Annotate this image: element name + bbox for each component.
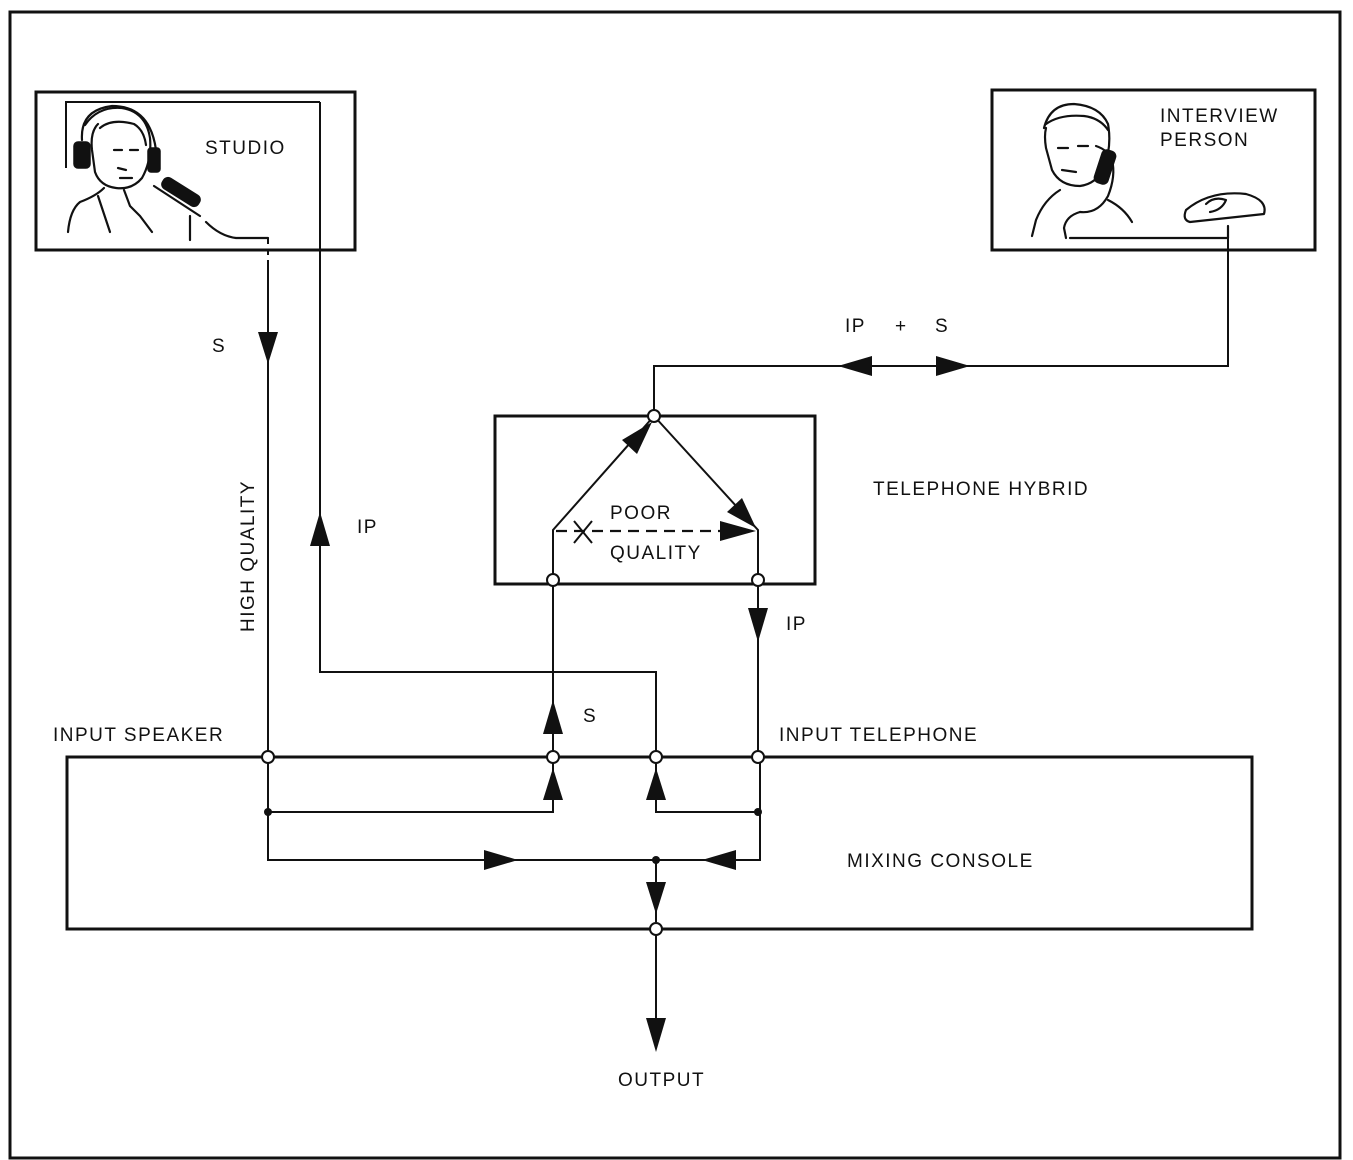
studio-label: STUDIO xyxy=(205,138,286,159)
input-speaker-label: INPUT SPEAKER xyxy=(53,725,224,746)
mixing-console-label: MIXING CONSOLE xyxy=(847,851,1034,872)
interview-box: INTERVIEW PERSON xyxy=(992,90,1315,250)
ip-plus-s-plus: + xyxy=(895,316,908,337)
headset-speaker-icon xyxy=(66,102,320,240)
console-up-arrow-s xyxy=(543,768,563,800)
mixing-console-box xyxy=(67,751,1252,935)
poor-label: POOR xyxy=(610,503,672,524)
s-up-arrow xyxy=(543,700,563,734)
ip-plus-s-s: S xyxy=(935,316,949,337)
interview-label-line1: INTERVIEW xyxy=(1160,106,1279,127)
console-up-arrow-ip xyxy=(646,768,666,800)
ip-down-arrow xyxy=(748,608,768,642)
hybrid-up-arrow xyxy=(622,422,652,454)
hybrid-down-arrow xyxy=(727,498,756,528)
console-left-arrow xyxy=(702,850,736,870)
quality-label: QUALITY xyxy=(610,543,702,564)
interview-label-line2: PERSON xyxy=(1160,130,1249,151)
output-label: OUTPUT xyxy=(618,1070,705,1091)
ip-up-arrow xyxy=(310,512,330,546)
ip-label-right: IP xyxy=(786,614,807,635)
studio-box: STUDIO xyxy=(36,92,355,250)
s-to-hybrid-label: S xyxy=(583,706,597,727)
telephone-hybrid-label: TELEPHONE HYBRID xyxy=(873,479,1089,500)
s-label: S xyxy=(212,336,226,357)
high-quality-label: HIGH QUALITY xyxy=(238,480,259,632)
ip-label-left: IP xyxy=(357,517,378,538)
s-signal-path xyxy=(258,238,278,757)
telephone-left-arrow xyxy=(838,356,872,376)
console-right-arrow xyxy=(484,850,518,870)
ip-from-hybrid-path xyxy=(748,586,768,757)
telephone-right-arrow xyxy=(936,356,970,376)
input-telephone-label: INPUT TELEPHONE xyxy=(779,725,978,746)
s-down-arrow xyxy=(258,332,278,364)
ip-plus-s-ip: IP xyxy=(845,316,866,337)
console-down-arrow xyxy=(646,882,666,914)
output-path xyxy=(646,935,666,1052)
ip-return-path xyxy=(310,102,656,757)
output-down-arrow xyxy=(646,1018,666,1052)
